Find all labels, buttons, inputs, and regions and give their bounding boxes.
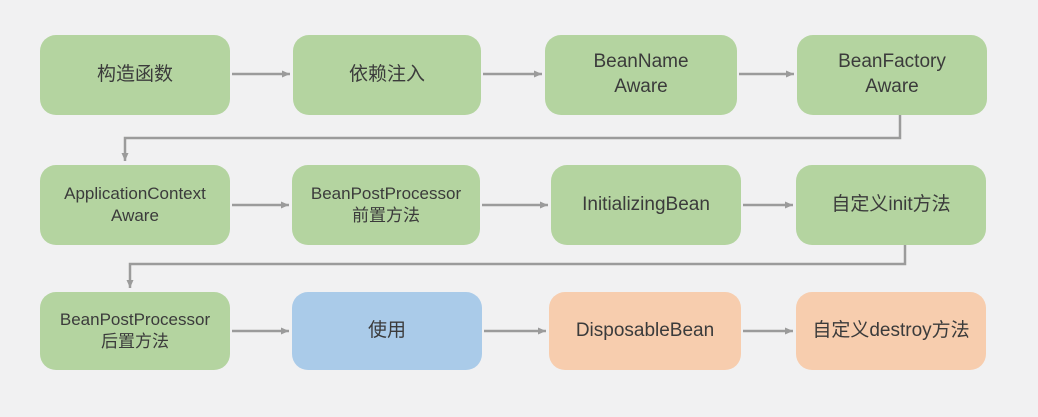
node-disposable-bean: DisposableBean	[549, 292, 741, 370]
node-dependency-injection: 依赖注入	[293, 35, 481, 115]
node-application-context-aware: ApplicationContext Aware	[40, 165, 230, 245]
node-custom-init: 自定义init方法	[796, 165, 986, 245]
edge-bean-factory-aware-to-application-context-aware	[121, 115, 902, 161]
node-bean-post-processor-after: BeanPostProcessor 后置方法	[40, 292, 230, 370]
edge-custom-init-to-bean-post-processor-after	[126, 245, 907, 288]
node-constructor: 构造函数	[40, 35, 230, 115]
node-custom-destroy: 自定义destroy方法	[796, 292, 986, 370]
node-bean-factory-aware: BeanFactory Aware	[797, 35, 987, 115]
node-bean-name-aware: BeanName Aware	[545, 35, 737, 115]
node-initializing-bean: InitializingBean	[551, 165, 741, 245]
node-in-use: 使用	[292, 292, 482, 370]
node-bean-post-processor-before: BeanPostProcessor 前置方法	[292, 165, 480, 245]
